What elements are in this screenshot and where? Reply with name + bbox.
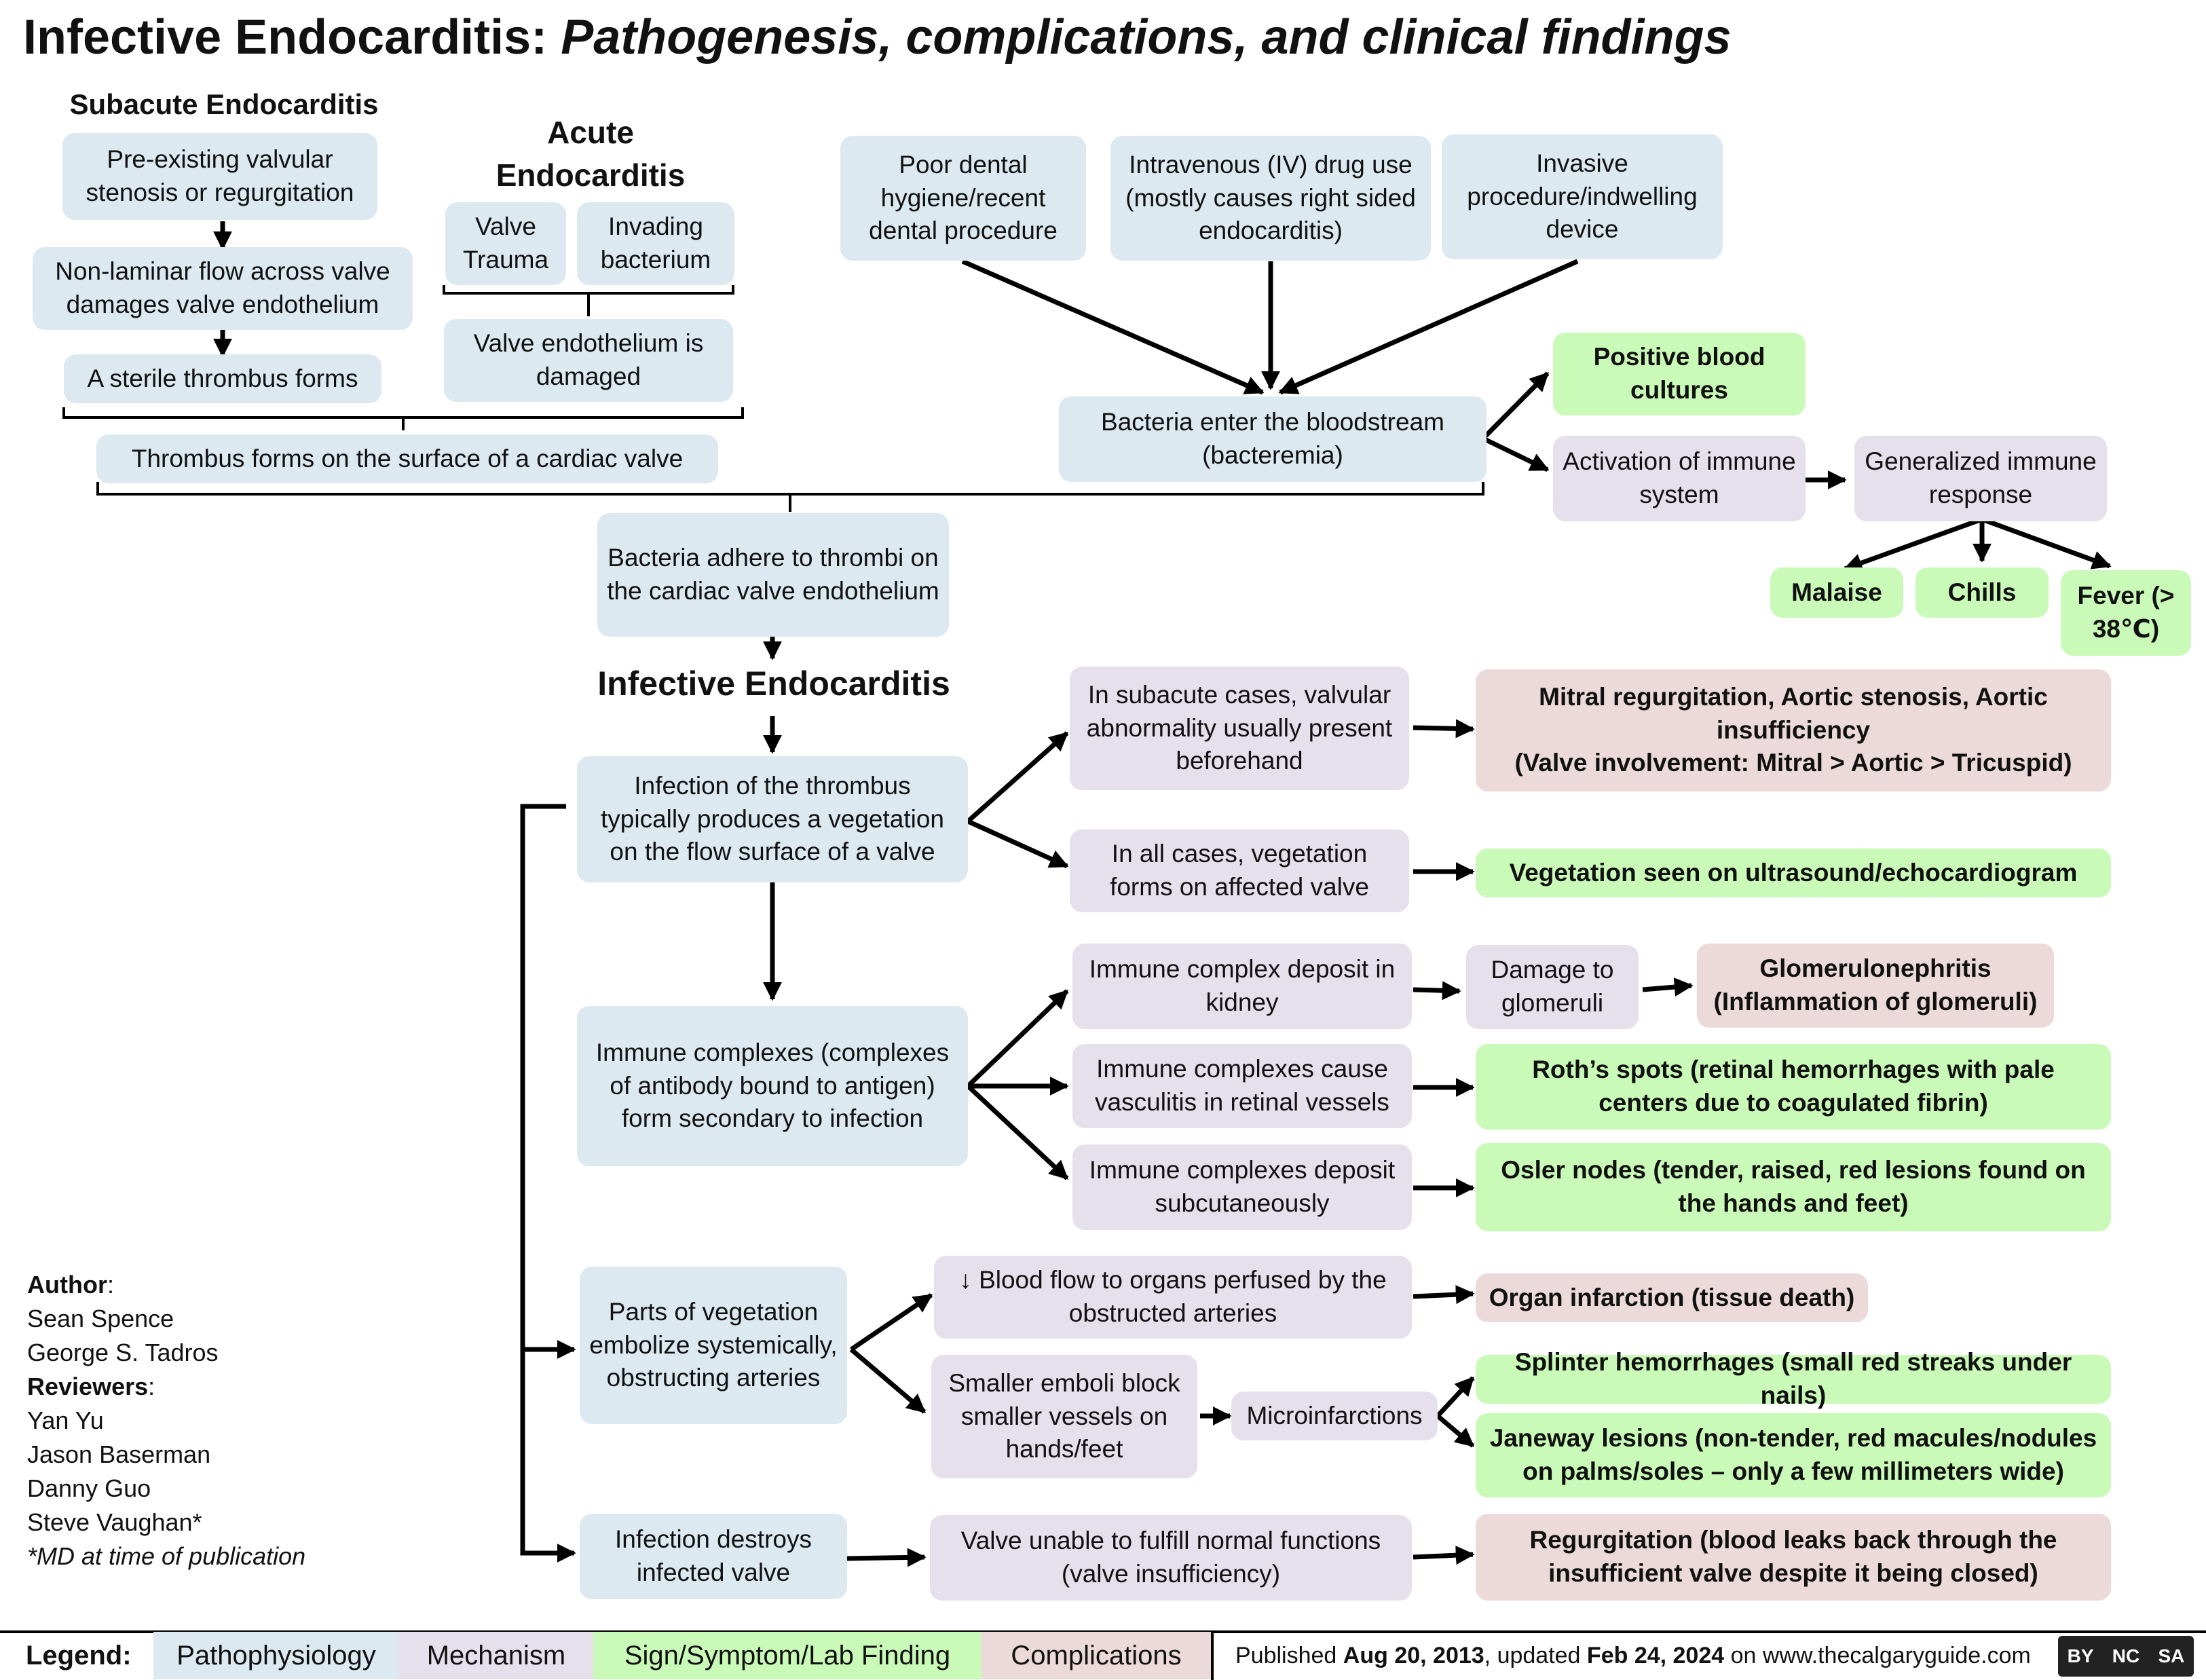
embolize-box: Parts of vegetation embolize systemicall… xyxy=(580,1267,847,1424)
organ-infarction-box: Organ infarction (tissue death) xyxy=(1476,1273,1868,1322)
valve-involvement-box: Mitral regurgitation, Aortic stenosis, A… xyxy=(1476,669,2111,791)
published-mid: , updated xyxy=(1484,1642,1587,1668)
title-subtitle: Pathogenesis, complications, and clinica… xyxy=(561,10,1732,64)
ivdu-source-box: Intravenous (IV) drug use (mostly causes… xyxy=(1110,136,1431,261)
published-info: Published Aug 20, 2013, updated Feb 24, … xyxy=(1235,1632,2031,1679)
osler-nodes-box: Osler nodes (tender, raised, red lesions… xyxy=(1476,1143,2111,1231)
blood-flow-box: ↓ Blood flow to organs perfused by the o… xyxy=(934,1256,1412,1339)
credits-note: *MD at time of publication xyxy=(27,1542,306,1570)
author-label: Author xyxy=(27,1271,107,1299)
sterile-thrombus-box: A sterile thrombus forms xyxy=(64,354,381,403)
all-cases-vegetation-box: In all cases, vegetation forms on affect… xyxy=(1070,829,1409,912)
reviewer-name: Jason Baserman xyxy=(27,1440,211,1468)
cc-by-nc-sa-icon: BY NC SA xyxy=(2058,1636,2194,1677)
janeway-lesions-box: Janeway lesions (non-tender, red macules… xyxy=(1476,1413,2111,1497)
vegetation-box: Infection of the thrombus typically prod… xyxy=(577,756,968,882)
reviewer-name: Yan Yu xyxy=(27,1406,104,1434)
cc-by-label: BY xyxy=(2067,1645,2094,1666)
updated-date: Feb 24, 2024 xyxy=(1586,1642,1725,1668)
valve-trauma-box: Valve Trauma xyxy=(445,202,566,285)
valve-involvement-line2: (Valve involvement: Mitral > Aortic > Tr… xyxy=(1514,749,2072,777)
preexisting-valvular-box: Pre-existing valvular stenosis or regurg… xyxy=(62,133,377,220)
retinal-vasculitis-box: Immune complexes cause vasculitis in ret… xyxy=(1072,1044,1412,1128)
valve-endothelium-damaged-box: Valve endothelium is damaged xyxy=(444,319,733,402)
chills-box: Chills xyxy=(1915,567,2049,618)
bacteremia-box: Bacteria enter the bloodstream (bacterem… xyxy=(1059,396,1487,482)
acute-heading: Acute Endocarditis xyxy=(496,115,686,193)
subcutaneous-deposit-box: Immune complexes deposit subcutaneously xyxy=(1072,1144,1412,1230)
dental-source-box: Poor dental hygiene/recent dental proced… xyxy=(840,136,1086,261)
vegetation-echo-box: Vegetation seen on ultrasound/echocardio… xyxy=(1476,848,2111,897)
fever-box: Fever (> 38℃) xyxy=(2061,570,2191,656)
invasive-source-box: Invasive procedure/indwelling device xyxy=(1442,134,1723,259)
reviewer-name: Steve Vaughan* xyxy=(27,1508,202,1536)
reviewer-label: Reviewers xyxy=(27,1373,149,1400)
legend-pathophysiology: Pathophysiology xyxy=(153,1632,399,1679)
thrombus-forms-box: Thrombus forms on the surface of a cardi… xyxy=(96,434,718,483)
published-site[interactable]: on www.thecalgaryguide.com xyxy=(1724,1642,2031,1668)
page-title: Infective Endocarditis: Pathogenesis, co… xyxy=(23,10,1732,65)
malaise-box: Malaise xyxy=(1770,567,1903,618)
nonlaminar-flow-box: Non-laminar flow across valve damages va… xyxy=(33,247,413,330)
legend-mechanism: Mechanism xyxy=(399,1632,593,1679)
subacute-heading: Subacute Endocarditis xyxy=(69,88,379,120)
microinfarctions-box: Microinfarctions xyxy=(1231,1392,1438,1440)
published-date: Aug 20, 2013 xyxy=(1343,1642,1484,1668)
author-name: George S. Tadros xyxy=(27,1339,219,1366)
infective-endocarditis-heading: Infective Endocarditis xyxy=(597,665,950,703)
valve-insufficiency-box: Valve unable to fulfill normal functions… xyxy=(930,1515,1412,1601)
published-prefix: Published xyxy=(1235,1642,1343,1668)
bacteria-adhere-box: Bacteria adhere to thrombi on the cardia… xyxy=(597,513,949,637)
title-main: Infective Endocarditis: xyxy=(23,10,548,64)
cc-sa-label: SA xyxy=(2158,1645,2185,1666)
positive-blood-cultures-box: Positive blood cultures xyxy=(1553,333,1806,415)
invading-bacterium-box: Invading bacterium xyxy=(577,202,734,285)
immune-activation-box: Activation of immune system xyxy=(1553,436,1806,521)
legend-sign-symptom: Sign/Symptom/Lab Finding xyxy=(593,1632,982,1679)
smaller-emboli-box: Smaller emboli block smaller vessels on … xyxy=(931,1355,1197,1478)
generalized-immune-response-box: Generalized immune response xyxy=(1854,436,2107,521)
glomerulonephritis-box: Glomerulonephritis (Inflammation of glom… xyxy=(1697,944,2054,1028)
valve-involvement-line1: Mitral regurgitation, Aortic stenosis, A… xyxy=(1539,682,2048,744)
legend-title: Legend: xyxy=(26,1640,132,1670)
legend-complications: Complications xyxy=(982,1632,1211,1679)
immune-complexes-box: Immune complexes (complexes of antibody … xyxy=(577,1006,968,1166)
splinter-hemorrhages-box: Splinter hemorrhages (small red streaks … xyxy=(1476,1348,2111,1409)
author-name: Sean Spence xyxy=(27,1305,174,1332)
regurgitation-box: Regurgitation (blood leaks back through … xyxy=(1476,1514,2111,1601)
credits: Author: Sean Spence George S. Tadros Rev… xyxy=(27,1268,305,1573)
glomeruli-damage-box: Damage to glomeruli xyxy=(1466,945,1639,1029)
destroys-valve-box: Infection destroys infected valve xyxy=(580,1514,847,1599)
subacute-abnormality-box: In subacute cases, valvular abnormality … xyxy=(1070,667,1409,790)
cc-nc-label: NC xyxy=(2112,1645,2140,1666)
roths-spots-box: Roth’s spots (retinal hemorrhages with p… xyxy=(1476,1044,2111,1130)
reviewer-name: Danny Guo xyxy=(27,1474,151,1502)
kidney-deposit-box: Immune complex deposit in kidney xyxy=(1072,944,1412,1029)
